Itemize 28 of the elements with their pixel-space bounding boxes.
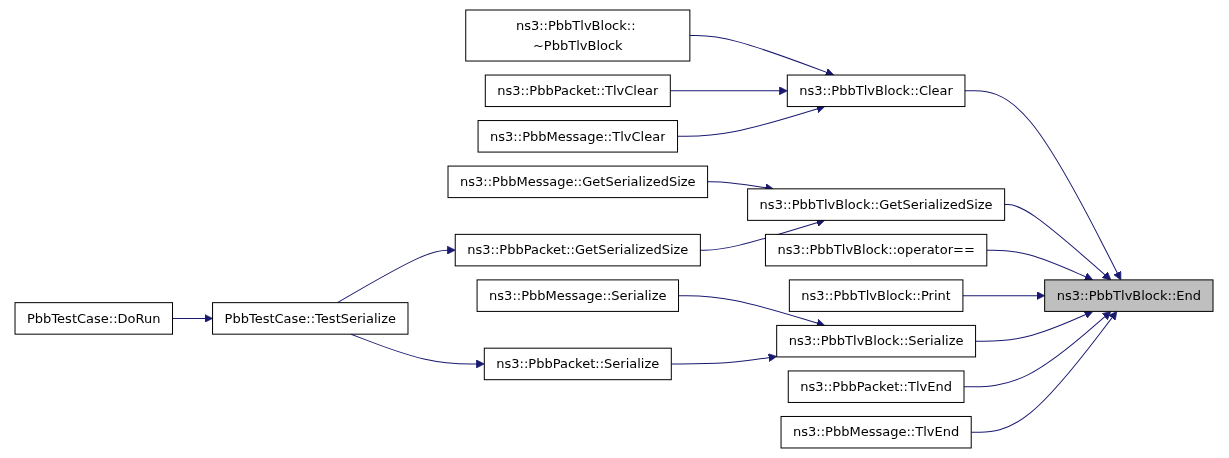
node-box: ns3::PbbTlvBlock::End [1044,279,1214,312]
arrow [975,310,1094,342]
node-box: ns3::PbbTlvBlock::Clear [787,74,966,108]
arrow [172,314,214,323]
node-box: ns3::PbbMessage::TlvClear [478,120,679,153]
arrow [962,291,1046,301]
node-box: ns3::PbbMessage::TlvEnd [781,415,973,449]
node-box: ns3::PbbTlvBlock::operator== [765,233,988,267]
node-box: ns3::PbbPacket::Serialize [484,347,673,381]
arrow [689,35,835,77]
arrow [671,353,778,365]
node-box: ns3::PbbTlvBlock::GetSerializedSize [747,188,1006,221]
node-box: ns3::PbbTlvBlock::Print [789,279,964,312]
node-box: ns3::PbbPacket::GetSerializedSize [455,233,702,267]
arrow [964,90,1122,281]
node-box: ns3::PbbPacket::TlvEnd [788,370,965,403]
node-box: PbbTestCase::DoRun [15,302,174,335]
node-box: ns3::PbbTlvBlock::Serialize [776,324,977,358]
node-box: ns3::PbbMessage::GetSerializedSize [448,165,709,199]
arrow [670,86,789,96]
arrow [971,311,1118,433]
node-box: ns3::PbbTlvBlock:: ~PbbTlvBlock [465,9,691,62]
arrow [964,311,1112,388]
node-box: ns3::PbbMessage::Serialize [477,279,680,312]
node-box: PbbTestCase::TestSerialize [212,302,409,335]
node-box: ns3::PbbPacket::TlvClear [485,74,672,108]
arrow [1004,204,1112,281]
arrow [986,249,1094,281]
